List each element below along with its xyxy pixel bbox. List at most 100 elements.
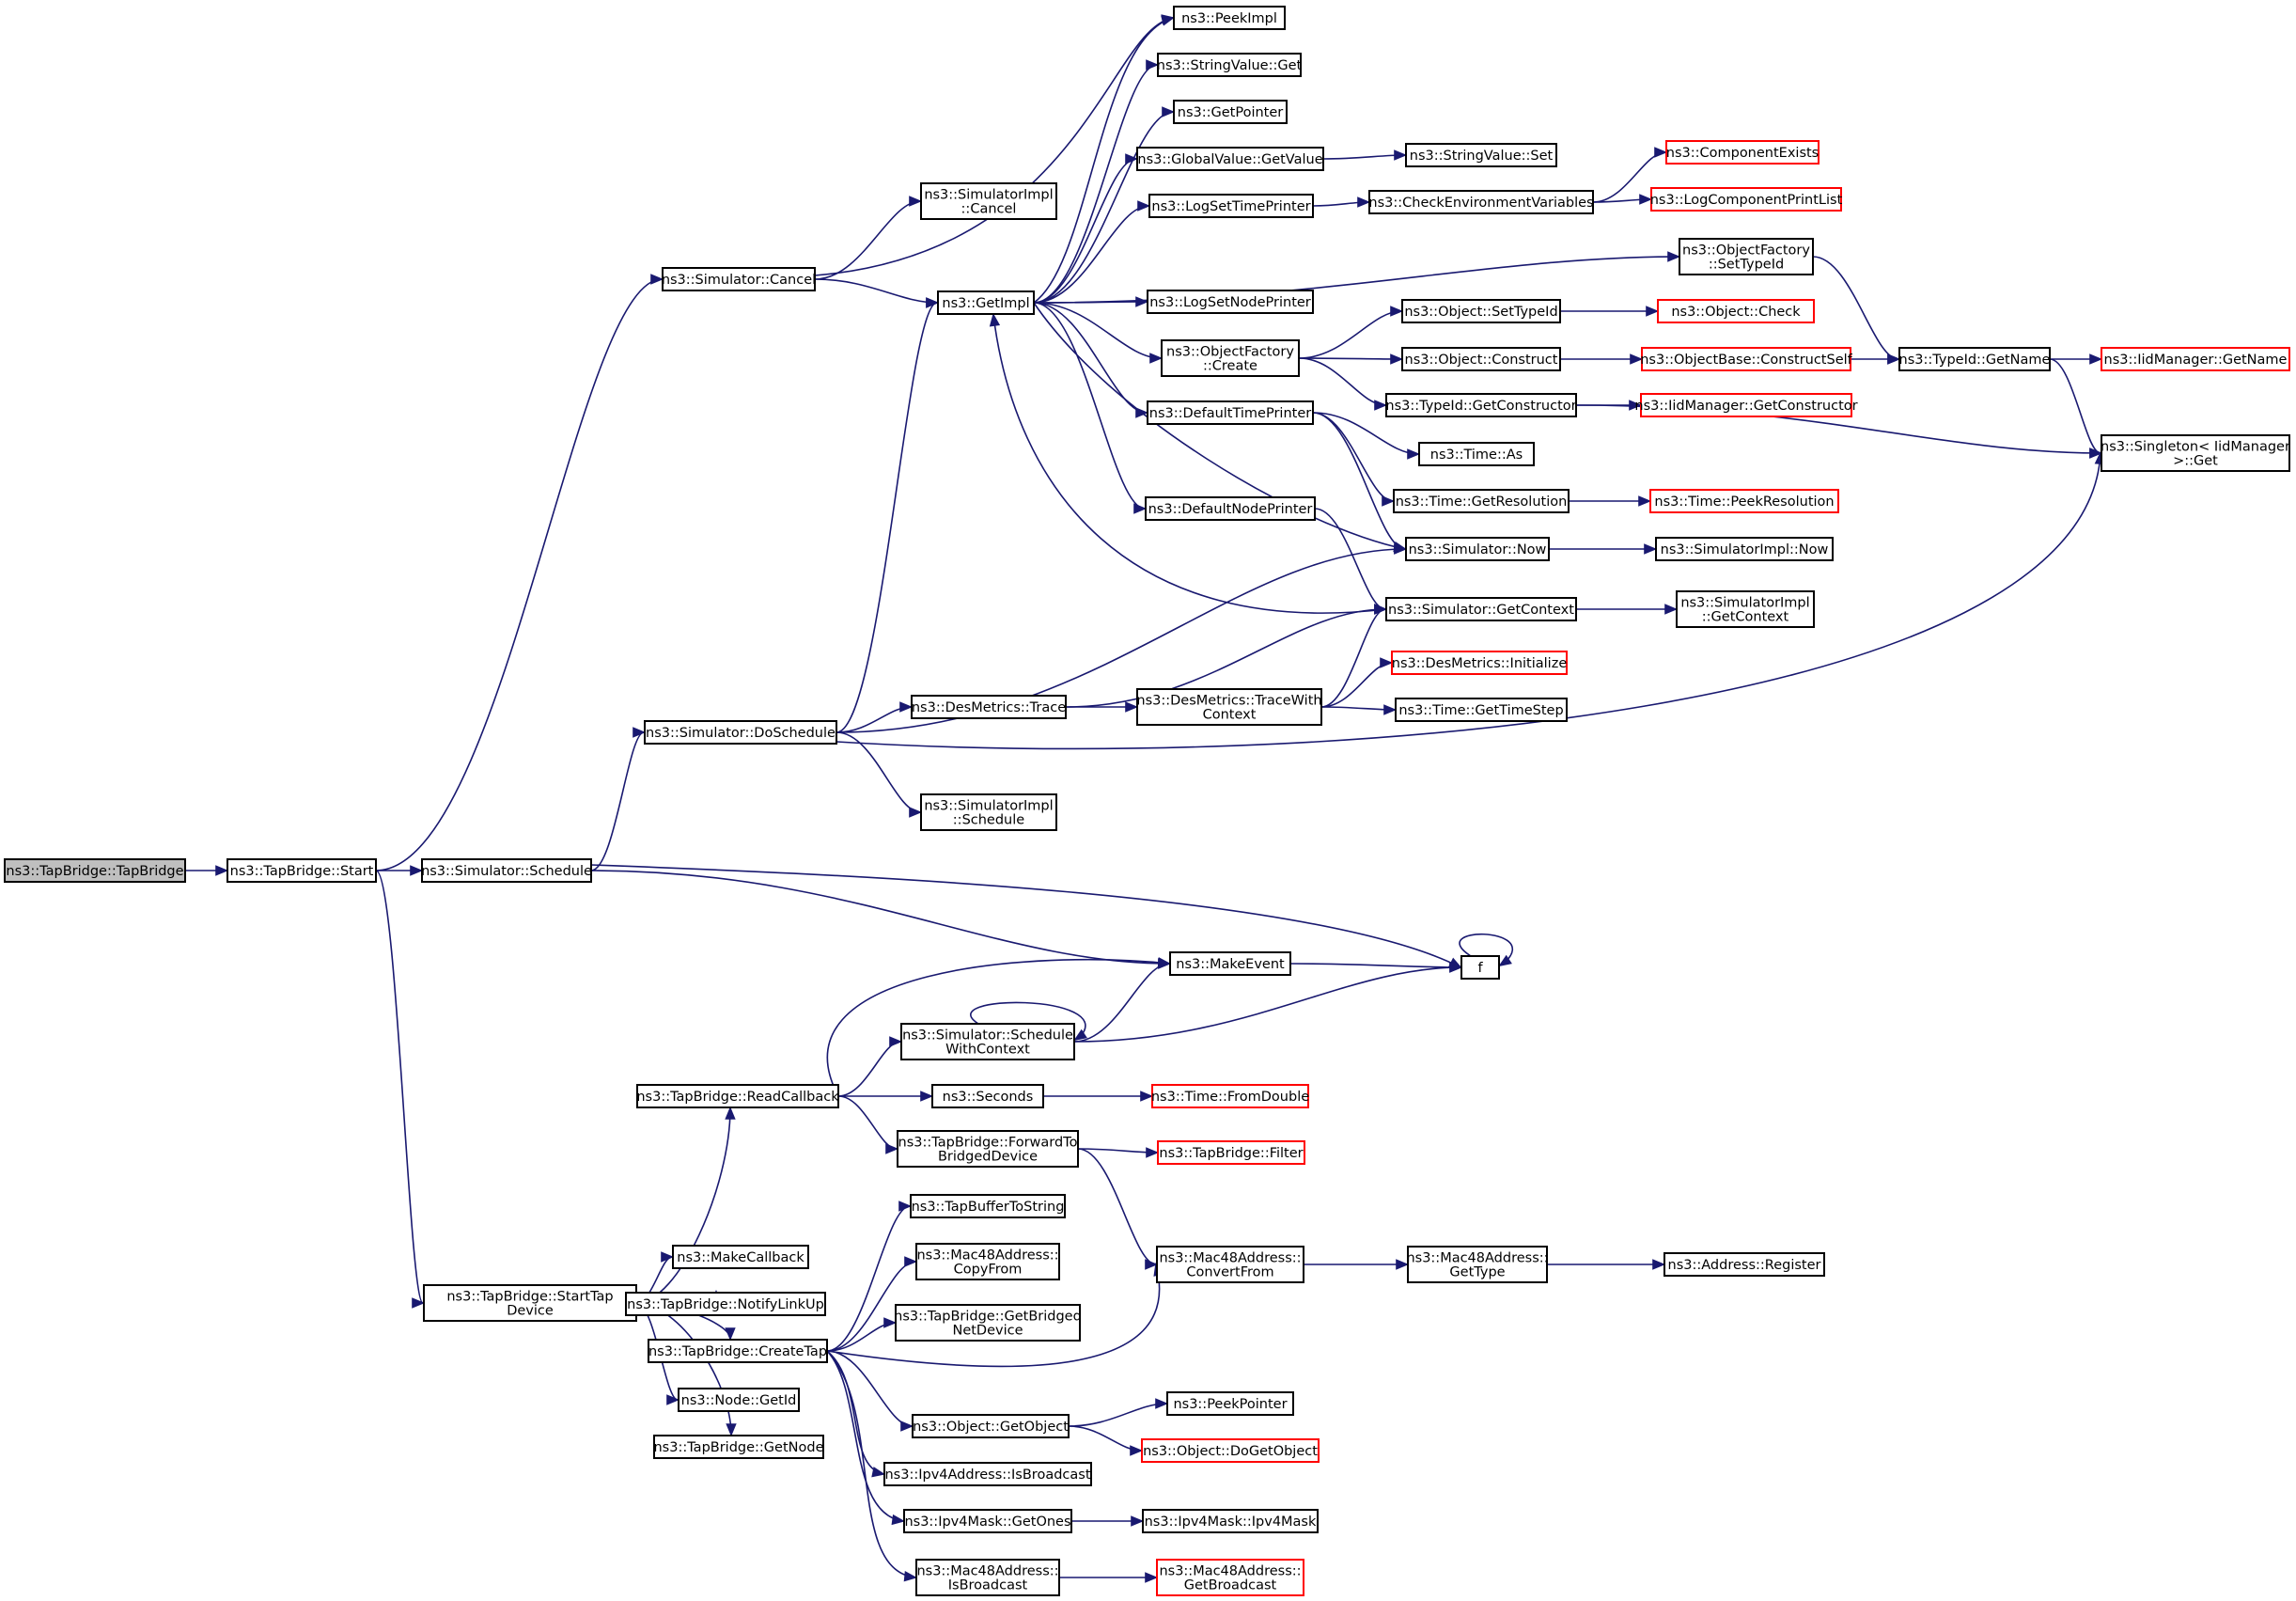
- node-cancel[interactable]: ns3::Simulator::Cancel: [662, 267, 816, 291]
- node-stringvalue_set[interactable]: ns3::StringValue::Set: [1405, 143, 1557, 167]
- node-label: ns3::Simulator::Schedule: [902, 1028, 1073, 1044]
- node-createtap[interactable]: ns3::TapBridge::CreateTap: [648, 1339, 828, 1363]
- edge-f-to-f: [1459, 933, 1514, 967]
- node-globalvalue_getvalue[interactable]: ns3::GlobalValue::GetValue: [1136, 147, 1324, 171]
- edge-makeevent-to-f: [1289, 962, 1463, 973]
- node-start[interactable]: ns3::TapBridge::Start: [226, 858, 377, 883]
- node-time_peekresolution[interactable]: ns3::Time::PeekResolution: [1649, 489, 1839, 513]
- node-typeid_getconstructor[interactable]: ns3::TypeId::GetConstructor: [1385, 393, 1577, 417]
- node-getpointer[interactable]: ns3::GetPointer: [1173, 100, 1288, 124]
- node-object_getobject[interactable]: ns3::Object::GetObject: [912, 1414, 1070, 1438]
- node-tapbuffertostring[interactable]: ns3::TapBufferToString: [910, 1194, 1066, 1218]
- node-doschedule[interactable]: ns3::Simulator::DoSchedule: [644, 720, 837, 745]
- node-label: ns3::Mac48Address::: [916, 1564, 1058, 1579]
- node-label: ns3::Object::Check: [1671, 305, 1801, 320]
- node-desmetrics_trace[interactable]: ns3::DesMetrics::Trace: [911, 695, 1067, 719]
- node-ipv4mask_getones[interactable]: ns3::Ipv4Mask::GetOnes: [903, 1509, 1072, 1533]
- node-tapbridge_filter[interactable]: ns3::TapBridge::Filter: [1157, 1140, 1305, 1165]
- node-makeevent[interactable]: ns3::MakeEvent: [1169, 951, 1291, 976]
- node-time_gettimestep[interactable]: ns3::Time::GetTimeStep: [1395, 698, 1568, 722]
- node-mac48_copyfrom[interactable]: ns3::Mac48Address::CopyFrom: [915, 1243, 1060, 1280]
- node-label: GetBroadcast: [1184, 1578, 1277, 1593]
- node-objfactory_create[interactable]: ns3::ObjectFactory::Create: [1161, 339, 1300, 377]
- node-object_check[interactable]: ns3::Object::Check: [1657, 299, 1815, 323]
- node-logcomponentprintlist[interactable]: ns3::LogComponentPrintList: [1650, 187, 1843, 212]
- node-address_register[interactable]: ns3::Address::Register: [1663, 1252, 1825, 1277]
- edge-getimpl-to-objfactory_create: [1033, 302, 1164, 364]
- node-object_construct[interactable]: ns3::Object::Construct: [1401, 347, 1561, 371]
- node-readcallback[interactable]: ns3::TapBridge::ReadCallback: [636, 1084, 839, 1108]
- node-mac48_convertfrom[interactable]: ns3::Mac48Address::ConvertFrom: [1156, 1246, 1304, 1283]
- node-defaulttimeprinter[interactable]: ns3::DefaultTimePrinter: [1147, 400, 1314, 425]
- node-time_as[interactable]: ns3::Time::As: [1418, 442, 1535, 466]
- node-object_dogetobject[interactable]: ns3::Object::DoGetObject: [1141, 1438, 1320, 1463]
- node-typeid_getname[interactable]: ns3::TypeId::GetName: [1898, 347, 2051, 371]
- node-box: [883, 1462, 1092, 1486]
- node-tapbridge_getnode[interactable]: ns3::TapBridge::GetNode: [653, 1435, 824, 1459]
- node-stringvalue_get[interactable]: ns3::StringValue::Get: [1157, 53, 1303, 77]
- edge-objectbase_constructself-to-typeid_getname: [1851, 353, 1901, 365]
- edge-getimpl-to-getpointer: [1033, 106, 1176, 304]
- node-ipv4mask_ipv4mask[interactable]: ns3::Ipv4Mask::Ipv4Mask: [1142, 1509, 1319, 1533]
- node-mac48_gettype[interactable]: ns3::Mac48Address::GetType: [1406, 1246, 1549, 1283]
- edge-defaulttimeprinter-to-time_as: [1312, 412, 1421, 460]
- node-simimpl_schedule[interactable]: ns3::SimulatorImpl::Schedule: [920, 793, 1057, 831]
- edge-checkenv-to-componentexists: [1592, 147, 1668, 203]
- node-box: [1391, 651, 1568, 675]
- node-box: [1395, 698, 1568, 722]
- node-label: GetType: [1449, 1265, 1505, 1280]
- node-makecallback[interactable]: ns3::MakeCallback: [672, 1245, 809, 1269]
- node-box: [423, 1284, 637, 1322]
- node-object_settypeid[interactable]: ns3::Object::SetTypeId: [1401, 299, 1561, 323]
- node-simulator_getcontext[interactable]: ns3::Simulator::GetContext: [1385, 597, 1577, 621]
- node-schedule[interactable]: ns3::Simulator::Schedule: [421, 858, 592, 883]
- node-logsettimeprinter[interactable]: ns3::LogSetTimePrinter: [1148, 194, 1314, 218]
- node-label: ns3::Time::PeekResolution: [1654, 494, 1834, 510]
- node-logsetnodeprinter[interactable]: ns3::LogSetNodePrinter: [1147, 290, 1314, 314]
- edge-forwardtobridged-to-tapbridge_filter: [1077, 1147, 1160, 1158]
- node-simulator_now[interactable]: ns3::Simulator::Now: [1405, 537, 1550, 561]
- node-objfactory_settypeid[interactable]: ns3::ObjectFactory::SetTypeId: [1679, 238, 1814, 275]
- node-label: ns3::Ipv4Mask::Ipv4Mask: [1145, 1515, 1317, 1530]
- node-root[interactable]: ns3::TapBridge::TapBridge: [4, 858, 186, 883]
- node-time_getresolution[interactable]: ns3::Time::GetResolution: [1393, 489, 1570, 513]
- edge-time_getresolution-to-time_peekresolution: [1569, 495, 1652, 507]
- node-time_fromdouble[interactable]: ns3::Time::FromDouble: [1151, 1084, 1309, 1108]
- node-f[interactable]: f: [1460, 955, 1500, 980]
- node-componentexists[interactable]: ns3::ComponentExists: [1665, 140, 1820, 165]
- node-mac48_getbroadcast[interactable]: ns3::Mac48Address::GetBroadcast: [1156, 1559, 1304, 1596]
- node-label: ns3::ObjectFactory: [1166, 345, 1294, 360]
- node-simimpl_cancel[interactable]: ns3::SimulatorImpl::Cancel: [920, 182, 1057, 220]
- edge-start-to-cancel: [375, 274, 664, 871]
- node-label: ns3::Object::DoGetObject: [1143, 1444, 1318, 1459]
- node-notifylinkup[interactable]: ns3::TapBridge::NotifyLinkUp: [625, 1292, 826, 1316]
- node-defaultnodeprinter[interactable]: ns3::DefaultNodePrinter: [1145, 496, 1316, 521]
- node-label: ns3::GetPointer: [1178, 105, 1284, 120]
- node-desmetrics_initialize[interactable]: ns3::DesMetrics::Initialize: [1391, 651, 1568, 675]
- node-singleton_get[interactable]: ns3::Singleton< IidManager>::Get: [2101, 434, 2290, 472]
- edge-createtap-to-tapbuffertostring: [826, 1201, 913, 1352]
- node-peekimpl[interactable]: ns3::PeekImpl: [1173, 6, 1286, 30]
- node-box: [1385, 393, 1577, 417]
- node-peekpointer[interactable]: ns3::PeekPointer: [1166, 1391, 1294, 1416]
- node-iidmanager_getconstructor[interactable]: ns3::IidManager::GetConstructor: [1634, 393, 1858, 417]
- node-getimpl[interactable]: ns3::GetImpl: [937, 290, 1035, 315]
- node-ipv4address_isbroadcast[interactable]: ns3::Ipv4Address::IsBroadcast: [883, 1462, 1092, 1486]
- node-mac48_isbroadcast[interactable]: ns3::Mac48Address::IsBroadcast: [915, 1559, 1060, 1596]
- node-simimpl_getcontext[interactable]: ns3::SimulatorImpl::GetContext: [1676, 590, 1815, 628]
- node-box: [1136, 688, 1322, 726]
- node-simimpl_now[interactable]: ns3::SimulatorImpl::Now: [1655, 537, 1834, 561]
- node-seconds[interactable]: ns3::Seconds: [931, 1084, 1044, 1108]
- node-box: [937, 290, 1035, 315]
- edge-typeid_getname-to-iidmanager_getname: [2050, 353, 2103, 365]
- node-node_getid[interactable]: ns3::Node::GetId: [678, 1388, 800, 1412]
- node-label: ns3::Mac48Address::: [1159, 1564, 1301, 1579]
- node-iidmanager_getname[interactable]: ns3::IidManager::GetName: [2101, 347, 2290, 371]
- node-checkenv[interactable]: ns3::CheckEnvironmentVariables: [1368, 190, 1594, 214]
- node-objectbase_constructself[interactable]: ns3::ObjectBase::ConstructSelf: [1640, 347, 1853, 371]
